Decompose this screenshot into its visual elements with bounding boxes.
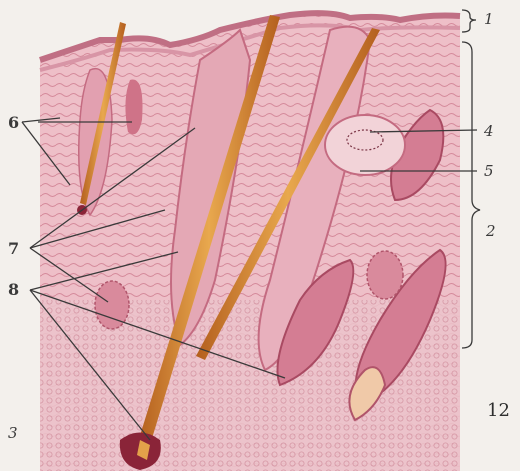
layer-braces — [462, 10, 480, 348]
label-7: 7 — [8, 239, 19, 258]
label-5: 5 — [484, 162, 494, 180]
label-layer-3: 3 — [8, 424, 18, 442]
label-layer-2: 2 — [485, 222, 496, 240]
label-4: 4 — [483, 122, 494, 140]
label-8: 8 — [8, 280, 19, 299]
figure-number: 12 — [487, 400, 510, 421]
label-6: 6 — [8, 113, 19, 132]
label-layer-1: 1 — [484, 10, 494, 28]
